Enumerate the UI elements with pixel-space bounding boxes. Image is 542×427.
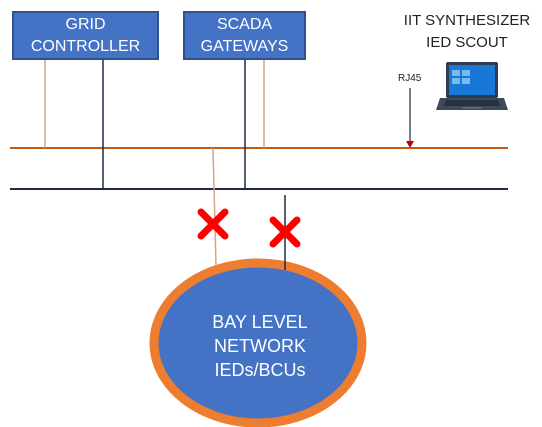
bay-network-ellipse	[149, 258, 367, 427]
grid-controller-line1: GRID	[65, 15, 106, 33]
laptop-icon	[436, 62, 508, 110]
bay-network-line2: NETWORK	[214, 336, 306, 356]
bay-network-line1: BAY LEVEL	[212, 312, 308, 332]
grid-controller-box: GRID CONTROLLER	[12, 11, 159, 60]
bay-network-label: BAY LEVEL NETWORK IEDs/BCUs	[170, 310, 350, 382]
grid-controller-line2: CONTROLLER	[30, 37, 141, 55]
ied-tool-label: IIT SYNTHESIZER IED SCOUT	[396, 10, 538, 54]
x-mark-icon	[197, 208, 229, 240]
ied-tool-line1: IIT SYNTHESIZER	[403, 12, 531, 29]
scada-gateways-line1: SCADA	[216, 15, 273, 33]
link-bay-upper	[212, 147, 217, 267]
ied-tool-line2: IED SCOUT	[426, 34, 508, 51]
bay-network-line3: IEDs/BCUs	[214, 360, 306, 380]
scada-gateways-line2: GATEWAYS	[200, 37, 289, 55]
rj45-label: RJ45	[398, 73, 422, 84]
x-mark-icon	[269, 216, 301, 248]
arrow-head	[406, 141, 414, 148]
scada-gateways-box: SCADA GATEWAYS	[183, 11, 306, 60]
